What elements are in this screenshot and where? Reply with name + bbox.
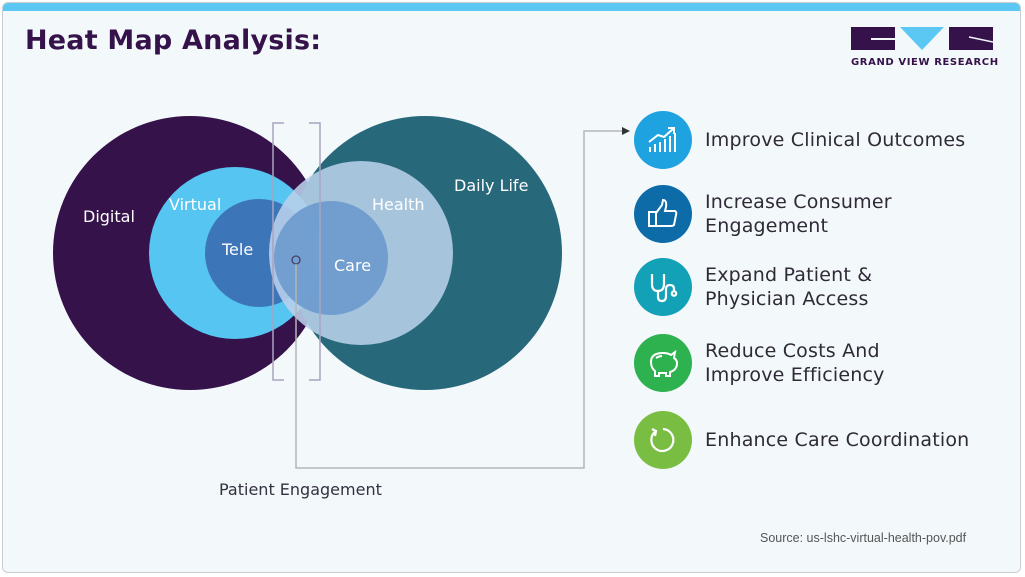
outcome-label: Improve Clinical Outcomes xyxy=(705,129,966,151)
refresh-cycle-icon xyxy=(634,411,692,469)
growth-chart-icon xyxy=(634,111,692,169)
outcome-item: Enhance Care Coordination xyxy=(634,411,995,469)
logo-text: GRAND VIEW RESEARCH xyxy=(851,57,999,68)
outcome-item: Improve Clinical Outcomes xyxy=(634,111,995,169)
overlap-bracket xyxy=(272,122,321,381)
grand-view-research-logo: GRAND VIEW RESEARCH xyxy=(851,27,999,73)
patient-engagement-label: Patient Engagement xyxy=(219,480,382,499)
logo-mark-icon xyxy=(851,27,993,50)
connector-line xyxy=(295,130,622,469)
label-daily-life: Daily Life xyxy=(454,176,528,195)
piggy-bank-icon xyxy=(634,334,692,392)
thumbs-up-icon xyxy=(634,185,692,243)
label-tele: Tele xyxy=(221,240,253,259)
stethoscope-icon xyxy=(634,258,692,316)
connector-arrowhead-icon xyxy=(622,127,630,135)
outcome-label: Enhance Care Coordination xyxy=(705,429,970,451)
source-citation: Source: us-lshc-virtual-health-pov.pdf xyxy=(760,531,967,545)
label-digital: Digital xyxy=(83,207,135,226)
outcome-item: Expand Patient &Physician Access xyxy=(634,258,995,316)
outcome-label: Expand Patient &Physician Access xyxy=(705,264,873,310)
page-title: Heat Map Analysis: xyxy=(25,25,322,56)
label-virtual: Virtual xyxy=(169,195,221,214)
circle-care xyxy=(274,201,388,315)
label-health: Health xyxy=(372,195,425,214)
label-care: Care xyxy=(334,256,371,275)
top-accent-bar xyxy=(3,3,1020,11)
